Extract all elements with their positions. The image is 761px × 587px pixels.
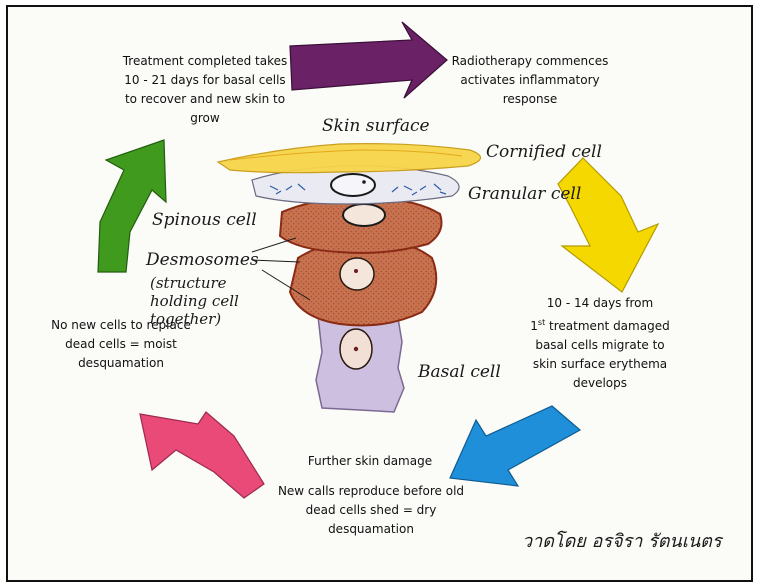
- arrow-right: [558, 158, 658, 292]
- arrow-top: [290, 22, 447, 98]
- arrow-bottom: [450, 406, 580, 486]
- caption-dry-desquamation: New calls reproduce before old dead cell…: [266, 482, 476, 539]
- label-skin-surface: Skin surface: [322, 116, 430, 136]
- label-desmosomes-note: (structure holding cell together): [150, 274, 256, 328]
- caption-treatment-completed: Treatment completed takes 10 - 21 days f…: [120, 52, 290, 128]
- arrow-left: [140, 412, 264, 498]
- label-desmosomes: Desmosomes: [146, 250, 259, 270]
- caption-radiotherapy-commences: Radiotherapy commences activates inflamm…: [450, 52, 610, 109]
- label-basal-cell: Basal cell: [418, 362, 501, 382]
- label-spinous-cell: Spinous cell: [152, 210, 257, 230]
- cornified-layer-shape: [218, 144, 481, 173]
- caption-further-skin-damage: Further skin damage: [270, 452, 470, 471]
- label-cornified-cell: Cornified cell: [486, 142, 602, 162]
- label-granular-cell: Granular cell: [468, 184, 581, 204]
- artist-signature: วาดโดย อรจิรา รัตนเนตร: [522, 532, 722, 552]
